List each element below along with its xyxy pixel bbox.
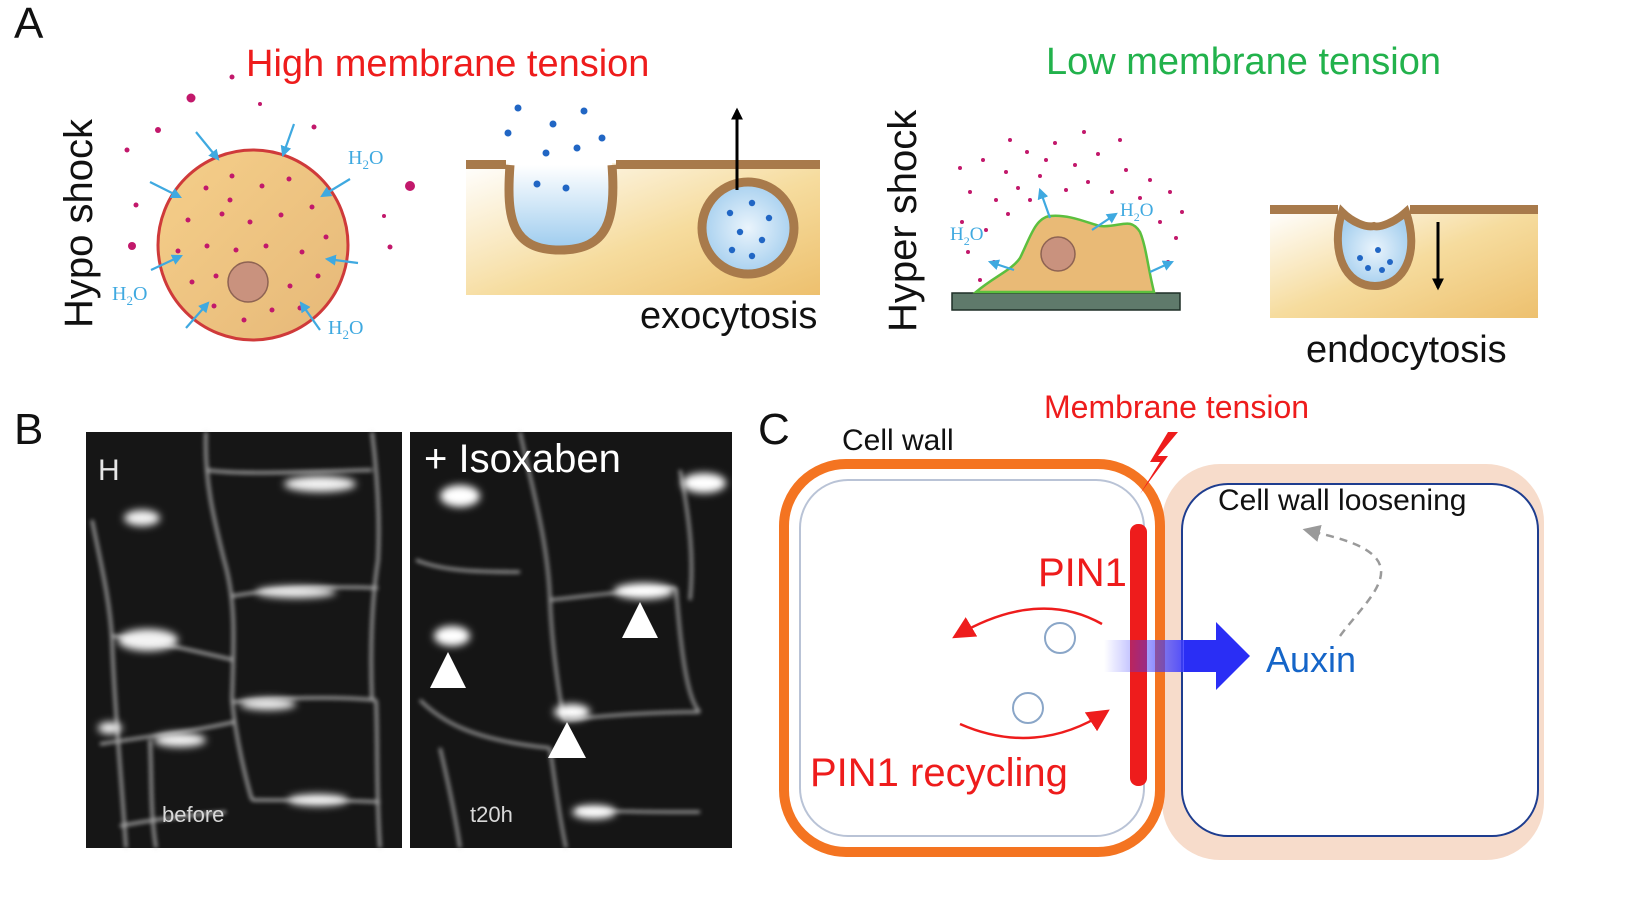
exocytosis-diagram: exocytosis	[466, 104, 820, 337]
pin1-vesicle	[1044, 622, 1076, 654]
pin1-label: PIN1	[1038, 551, 1127, 595]
shrunken-cell-diagram: H2O H2O	[950, 130, 1184, 311]
endocytosis-label: endocytosis	[1306, 329, 1507, 371]
panel-b-letter: B	[14, 405, 43, 454]
exocytic-arrow	[959, 709, 1110, 740]
isoxaben-label: + Isoxaben	[424, 437, 621, 481]
swollen-cell-diagram: H2O H2O H2O	[112, 74, 415, 342]
svg-text:H2O: H2O	[950, 224, 983, 248]
endocytic-arrow	[952, 607, 1103, 639]
panel-c: C Cell wall Membrane tension Cell wall l…	[758, 389, 1544, 860]
arrowhead-markers	[430, 602, 658, 758]
bright-membranes-after	[434, 473, 726, 819]
svg-text:H2O: H2O	[348, 147, 383, 172]
auxin-label: Auxin	[1266, 639, 1356, 680]
auxin-to-loosening-arrow	[1302, 524, 1383, 637]
svg-text:H2O: H2O	[1120, 200, 1153, 224]
auxin-efflux-arrow	[1184, 622, 1250, 690]
panel-a-letter: A	[14, 0, 44, 48]
solute-dots	[175, 173, 329, 323]
exocytosis-label: exocytosis	[640, 295, 817, 337]
bright-membranes-before	[98, 476, 356, 806]
micrograph-corner-tag: H	[98, 454, 120, 487]
high-tension-title: High membrane tension	[246, 43, 649, 85]
swollen-cell	[156, 148, 350, 342]
exocytosis-vesicle	[697, 177, 799, 279]
svg-text:H2O: H2O	[112, 283, 147, 308]
cell-outlines-after	[415, 431, 702, 849]
arrowhead-marker	[622, 602, 658, 638]
water-influx-arrows	[149, 123, 359, 331]
hyper-shock-label: Hyper shock	[881, 109, 925, 332]
water-efflux-arrows	[987, 187, 1175, 274]
micrograph-isoxaben: + Isoxaben t20h	[410, 431, 732, 849]
pin1-recycling-label: PIN1 recycling	[810, 751, 1068, 795]
panel-b: B	[14, 405, 732, 849]
exocytosis-pocket	[504, 164, 618, 255]
nucleus	[227, 261, 269, 303]
arrowhead-marker	[548, 722, 586, 758]
panel-c-letter: C	[758, 405, 790, 454]
t20h-label: t20h	[470, 802, 513, 827]
svg-text:H2O: H2O	[328, 317, 363, 342]
cell-wall-label: Cell wall	[842, 424, 954, 457]
auxin-efflux-fade	[1104, 640, 1186, 672]
panel-a: A High membrane tension Low membrane ten…	[14, 0, 1538, 371]
cell-wall-loosening-label: Cell wall loosening	[1218, 484, 1466, 517]
water-labels: H2O H2O H2O	[112, 147, 383, 342]
nucleus-hyper	[1040, 236, 1076, 272]
hyper-water-labels: H2O H2O	[950, 200, 1153, 248]
before-label: before	[162, 802, 224, 827]
low-tension-title: Low membrane tension	[1046, 41, 1441, 83]
substrate	[951, 292, 1181, 311]
pin1-vesicle	[1012, 692, 1044, 724]
endocytosis-diagram: endocytosis	[1270, 204, 1538, 371]
endocytosis-pocket	[1333, 204, 1416, 291]
hypo-shock-label: Hypo shock	[57, 118, 101, 328]
vesicle-contents	[504, 104, 606, 192]
micrograph-before: H before	[86, 431, 402, 849]
arrowhead-marker	[430, 652, 466, 688]
outside-dots	[124, 74, 415, 250]
membrane-tension-label: Membrane tension	[1044, 389, 1309, 425]
